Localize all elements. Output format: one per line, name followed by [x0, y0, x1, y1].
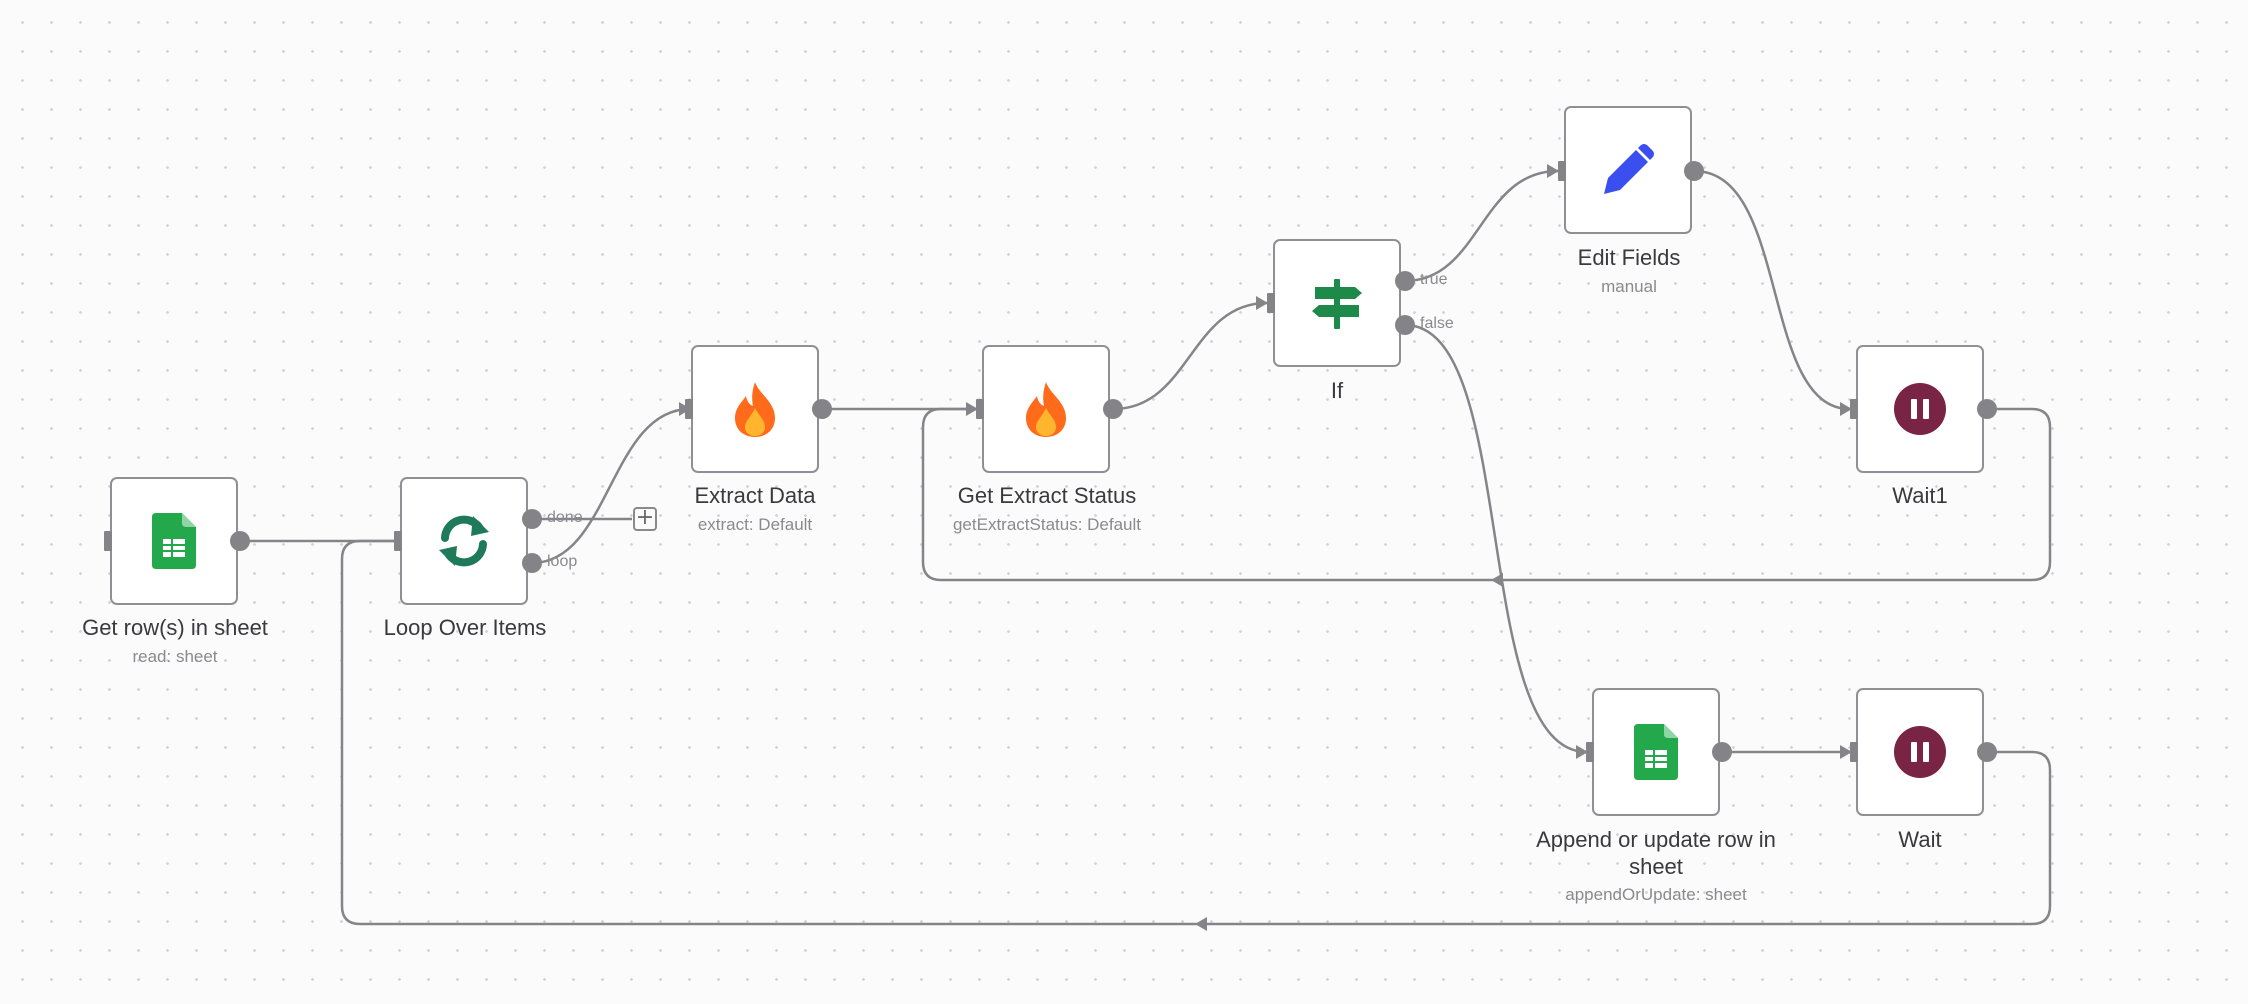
- edge-wait1-loopback: [921, 407, 2052, 582]
- node-title: Wait1: [1892, 483, 1948, 508]
- arrowhead: [966, 402, 978, 416]
- port-label-done: done: [547, 509, 583, 526]
- pause-icon: [1894, 383, 1946, 435]
- arrowhead: [1576, 745, 1588, 759]
- arrowhead: [1491, 573, 1503, 587]
- arrowhead: [1840, 402, 1852, 416]
- node-title: Loop Over Items: [383, 615, 547, 640]
- node-subtitle: getExtractStatus: Default: [952, 515, 1142, 534]
- edge-edit-fields-to-wait1: [1693, 169, 1851, 411]
- add-node-button[interactable]: +: [633, 507, 657, 531]
- pause-icon: [1894, 726, 1946, 778]
- node-wait1[interactable]: [1856, 345, 1984, 473]
- node-subtitle: extract: Default: [697, 515, 813, 534]
- input-port[interactable]: [685, 399, 693, 419]
- node-title: If: [1330, 378, 1344, 403]
- signpost-icon: [1312, 279, 1362, 329]
- input-port[interactable]: [394, 531, 402, 551]
- edge-if-true-to-edit-fields: [1404, 169, 1559, 283]
- input-port[interactable]: [1267, 293, 1275, 313]
- arrowhead: [1840, 745, 1852, 759]
- node-title: Extract Data: [694, 483, 816, 508]
- input-port[interactable]: [104, 531, 112, 551]
- output-port-true[interactable]: [1395, 271, 1415, 291]
- node-subtitle: manual: [1601, 277, 1657, 296]
- node-subtitle: read: sheet: [132, 647, 218, 666]
- output-port-done[interactable]: [522, 509, 542, 529]
- node-wait[interactable]: [1856, 688, 1984, 816]
- output-port[interactable]: [812, 399, 832, 419]
- loop-arrows-icon: [439, 515, 489, 567]
- edge-loop-to-extract-data: [531, 407, 691, 565]
- node-title: Append or update row in sheet: [1536, 827, 1776, 879]
- firecrawl-flame-icon: [735, 382, 775, 437]
- output-port-loop[interactable]: [522, 553, 542, 573]
- output-port[interactable]: [1977, 399, 1997, 419]
- node-get-extract-status[interactable]: [982, 345, 1110, 473]
- output-port[interactable]: [1977, 742, 1997, 762]
- output-port[interactable]: [1684, 161, 1704, 181]
- node-loop-over-items[interactable]: [400, 477, 528, 605]
- output-port-false[interactable]: [1395, 315, 1415, 335]
- input-port[interactable]: [1850, 399, 1858, 419]
- output-port[interactable]: [1103, 399, 1123, 419]
- input-port[interactable]: [1850, 742, 1858, 762]
- node-title: Get Extract Status: [957, 483, 1137, 508]
- arrowhead: [1547, 164, 1559, 178]
- google-sheets-icon: [152, 513, 196, 569]
- port-label-loop: loop: [547, 553, 578, 570]
- node-if[interactable]: [1273, 239, 1401, 367]
- node-title: Get row(s) in sheet: [82, 615, 268, 640]
- input-port[interactable]: [976, 399, 984, 419]
- input-port[interactable]: [1558, 161, 1566, 181]
- port-label-true: true: [1420, 271, 1448, 288]
- node-subtitle: appendOrUpdate: sheet: [1565, 885, 1747, 904]
- port-label-false: false: [1420, 315, 1454, 332]
- edge-if-false-to-append: [1404, 323, 1588, 754]
- input-port[interactable]: [1586, 742, 1594, 762]
- pencil-icon: [1604, 144, 1654, 194]
- node-title: Edit Fields: [1577, 245, 1681, 270]
- google-sheets-icon: [1634, 724, 1678, 780]
- output-port[interactable]: [230, 531, 250, 551]
- arrowhead: [1195, 917, 1207, 931]
- node-append-or-update-row[interactable]: [1592, 688, 1720, 816]
- node-title: Wait: [1898, 827, 1942, 852]
- arrowhead: [1256, 296, 1268, 310]
- node-edit-fields[interactable]: [1564, 106, 1692, 234]
- output-port[interactable]: [1712, 742, 1732, 762]
- edge-get-status-to-if: [1112, 301, 1268, 411]
- node-get-rows-in-sheet[interactable]: [110, 477, 238, 605]
- node-extract-data[interactable]: [691, 345, 819, 473]
- firecrawl-flame-icon: [1026, 382, 1066, 437]
